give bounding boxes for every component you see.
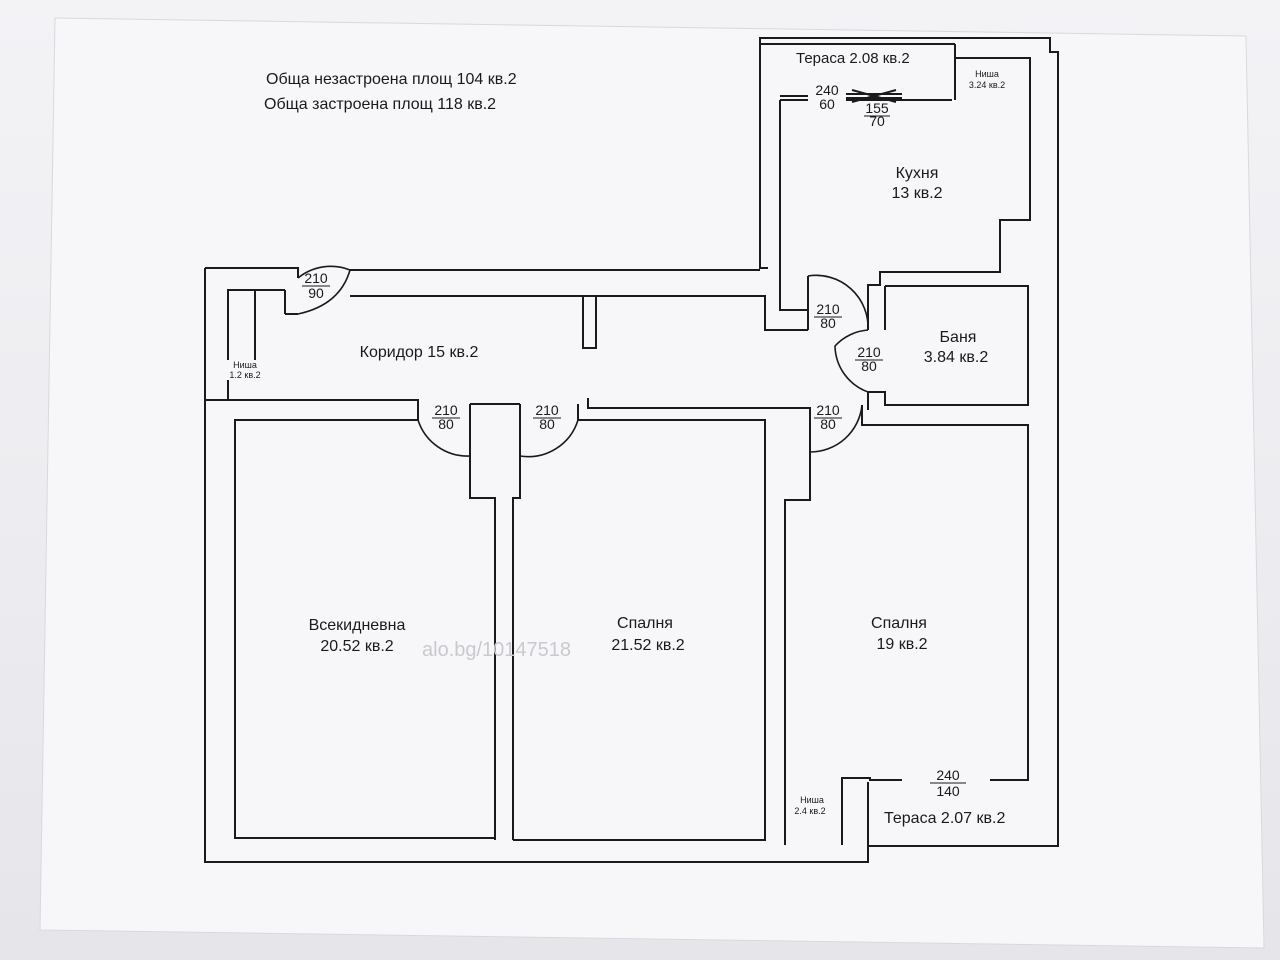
kitchen-window-left-height: 240 <box>815 82 839 98</box>
bath-door-width: 80 <box>861 358 877 374</box>
bedroom2-door-width: 80 <box>820 416 836 432</box>
living-door-arc <box>417 419 471 457</box>
bath-name: Баня <box>940 329 977 346</box>
niche-corridor-title: Ниша <box>233 360 257 370</box>
niche-kitchen-title: Ниша <box>975 69 999 79</box>
kitchen-door-arc <box>807 274 869 331</box>
niche-bedroom-title: Ниша <box>800 795 824 805</box>
bath-area: 3.84 кв.2 <box>924 349 989 366</box>
bath-door-arc <box>834 329 869 393</box>
column <box>582 296 597 349</box>
kitchen-window-left-width: 60 <box>819 96 835 112</box>
entry-door-arc <box>297 265 351 279</box>
bedroom2-door-height: 210 <box>816 402 840 418</box>
terrace-top-label: Тераса 2.08 кв.2 <box>796 50 910 67</box>
bedroom1-area: 21.52 кв.2 <box>611 637 684 654</box>
bedroom1-door-arc <box>519 419 579 458</box>
kitchen-window-right-width: 70 <box>869 113 885 129</box>
niche-corridor-area: 1.2 кв.2 <box>229 370 260 380</box>
kitchen-wall <box>779 57 1031 330</box>
watermark: alo.bg/10147518 <box>422 639 571 661</box>
corridor-label: Коридор 15 кв.2 <box>360 344 479 361</box>
built-area-label: Обща застроена площ 118 кв.2 <box>264 96 496 113</box>
opening-dims: 240 60 155 70 210 90 210 80 210 80 210 8… <box>302 82 966 799</box>
terrace-bottom-label: Тераса 2.07 кв.2 <box>884 810 1005 827</box>
kitchen-door-height: 210 <box>816 301 840 317</box>
bedroom1-name: Спалня <box>617 615 673 632</box>
bedroom2-name: Спалня <box>871 615 927 632</box>
bedroom1-door-width: 80 <box>539 416 555 432</box>
paper-sheet <box>39 17 1265 949</box>
outer-wall <box>204 37 1059 863</box>
bedroom1-door-height: 210 <box>535 402 559 418</box>
living-door-height: 210 <box>434 402 458 418</box>
bedroom2-wall <box>841 405 1029 845</box>
living-wall <box>234 419 495 839</box>
living-door-width: 80 <box>438 416 454 432</box>
terrace-door-width: 140 <box>936 783 960 799</box>
kitchen-area: 13 кв.2 <box>891 185 942 202</box>
kitchen-window-right-height: 155 <box>865 100 889 116</box>
unbuilt-area-label: Обща незастроена площ 104 кв.2 <box>266 71 517 88</box>
bath-door-height: 210 <box>857 344 881 360</box>
corridor-bottom-wall <box>227 380 811 845</box>
niche-kitchen-area: 3.24 кв.2 <box>969 80 1005 90</box>
bedroom2-door-arc <box>809 404 863 453</box>
entry-door-width: 90 <box>308 285 324 301</box>
entry-door-height: 210 <box>304 270 328 286</box>
bedroom2-area: 19 кв.2 <box>876 636 927 653</box>
kitchen-name: Кухня <box>896 165 939 182</box>
corridor-top-wall <box>205 267 808 331</box>
bedroom1-wall <box>513 419 766 841</box>
walls <box>204 37 1059 863</box>
doors <box>285 265 869 458</box>
living-area: 20.52 кв.2 <box>320 638 393 655</box>
living-name: Всекидневна <box>309 617 406 634</box>
niche-bedroom-area: 2.4 кв.2 <box>794 806 825 816</box>
terrace-door-height: 240 <box>936 767 960 783</box>
kitchen-door-width: 80 <box>820 315 836 331</box>
